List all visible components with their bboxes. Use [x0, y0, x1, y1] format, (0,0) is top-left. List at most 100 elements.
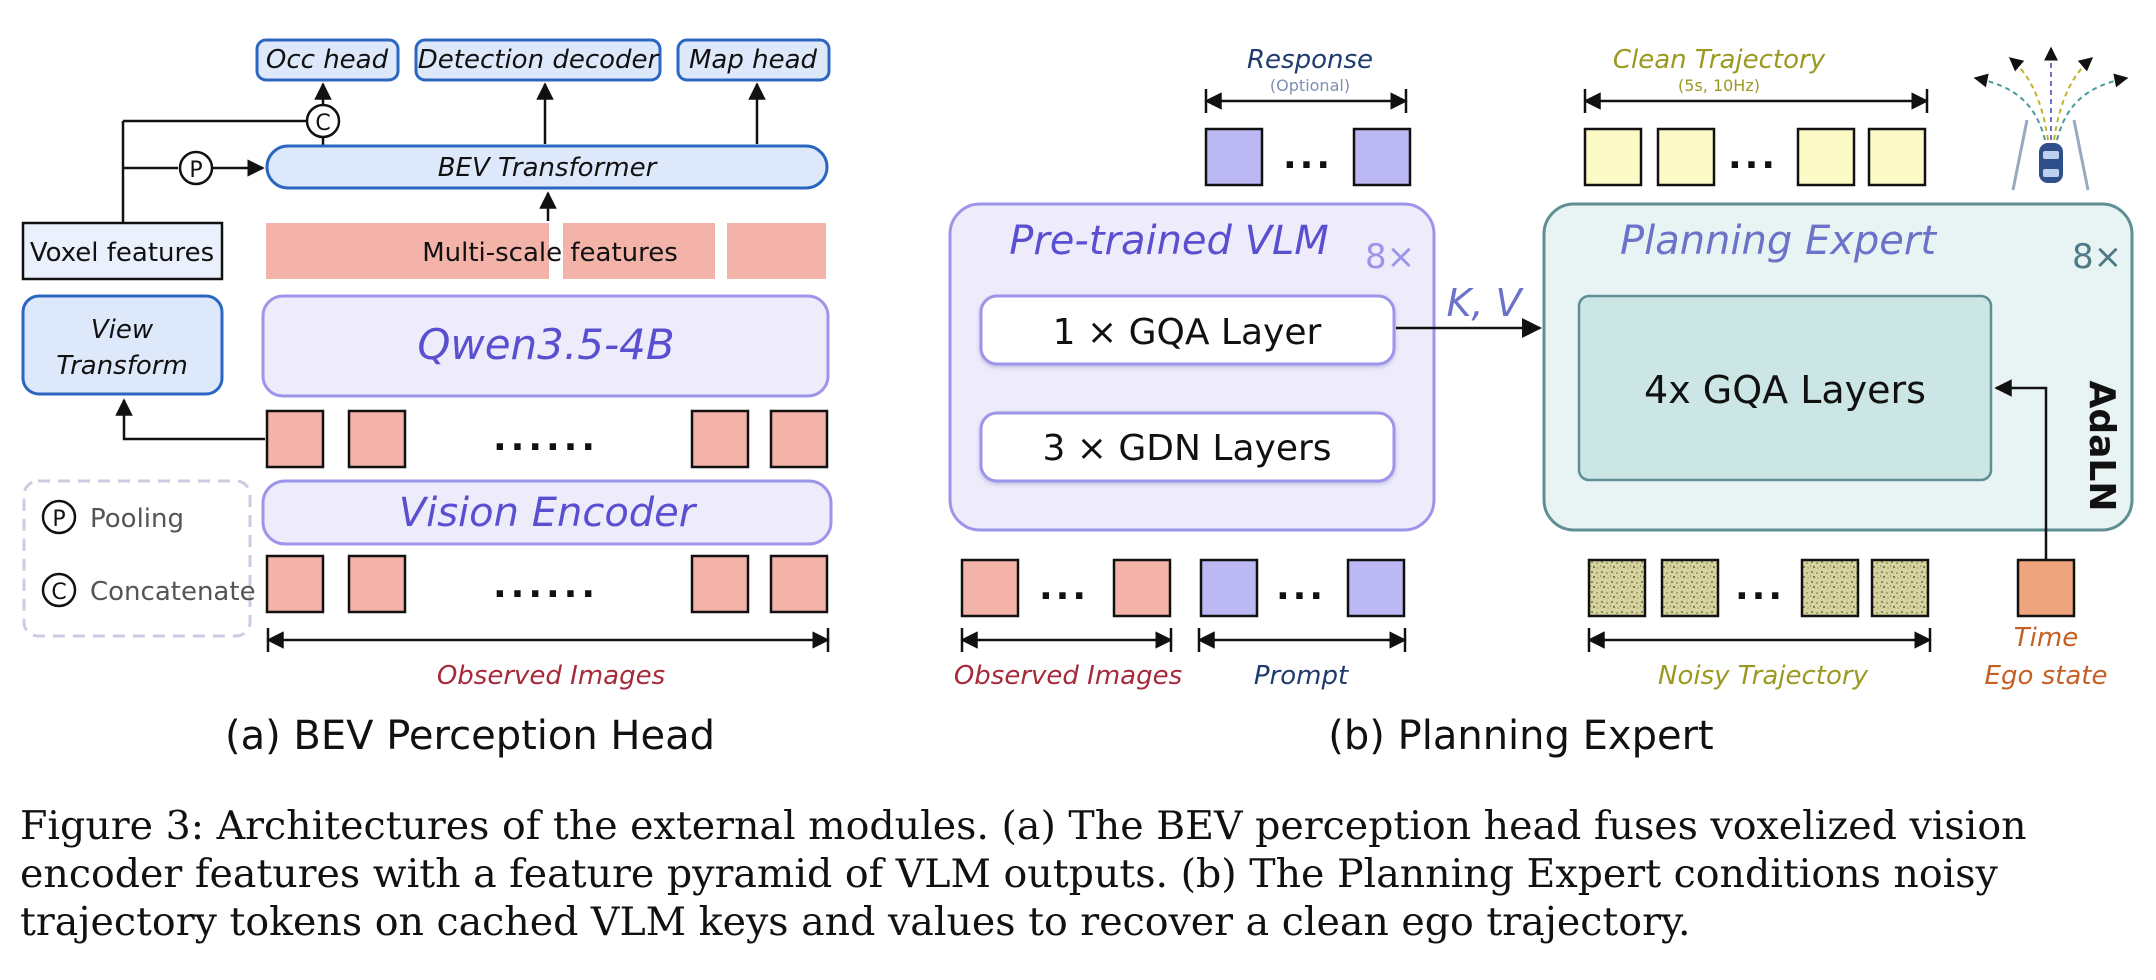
panel-b-title: (b) Planning Expert [1328, 713, 1713, 759]
prompt-token-row: ... [1199, 558, 1406, 618]
token [1867, 127, 1927, 187]
token [1796, 127, 1856, 187]
panel-a-title: (a) BEV Perception Head [225, 713, 715, 759]
pretrained-vlm-label: Pre-trained VLM [1009, 218, 1329, 264]
qwen-vlm-box: Qwen3.5-4B [261, 294, 830, 398]
clean-trajectory-label: Clean Trajectory [1613, 45, 1826, 75]
legend-pool-letter: P [52, 507, 65, 532]
view-transform-line1: View [91, 315, 154, 345]
pool-node-symbol: P [189, 158, 202, 183]
legend-concat-symbol [41, 572, 77, 608]
caption-text: Architectures of the external modules. (… [20, 803, 2027, 945]
figure-caption: Figure 3: Architectures of the external … [20, 802, 2140, 946]
map-head-box: Map head [676, 38, 831, 82]
ellipsis: ... [1276, 567, 1326, 608]
gqa4-layers-box: 4x GQA Layers [1577, 294, 1993, 482]
panel-b: Response (Optional) ... Clean Trajectory… [948, 45, 2134, 759]
legend-concat-letter: C [51, 580, 66, 605]
ellipsis: ... [1039, 567, 1089, 608]
occ-head-label: Occ head [266, 45, 389, 75]
expert-multiplier: 8× [2072, 237, 2122, 277]
response-label: Response [1247, 45, 1373, 75]
occ-head-box: Occ head [255, 38, 400, 82]
token [1587, 558, 1647, 618]
token [347, 554, 407, 614]
clean-token-row: ... [1583, 127, 1927, 187]
noisy-trajectory-label: Noisy Trajectory [1658, 661, 1869, 691]
pool-node: P [178, 150, 214, 186]
map-head-label: Map head [689, 45, 818, 75]
token [1870, 558, 1930, 618]
clean-trajectory-sub: (5s, 10Hz) [1678, 76, 1760, 95]
token [1204, 127, 1264, 187]
token [690, 554, 750, 614]
legend-box: P Pooling C Concatenate [22, 479, 256, 638]
ego-state-label: Ego state [1985, 661, 2108, 691]
token [265, 554, 325, 614]
vision-encoder-label: Vision Encoder [399, 490, 698, 536]
ellipsis: ... [1728, 136, 1778, 177]
bev-transformer-box: BEV Transformer [265, 144, 829, 190]
response-token-row: ... [1204, 127, 1412, 187]
prompt-label: Prompt [1254, 661, 1349, 691]
token [1660, 558, 1720, 618]
gqa1-layer-box: 1 × GQA Layer [979, 294, 1396, 366]
vlm-token-row: ...... [265, 409, 829, 469]
arrow-token-to-view-transform [115, 398, 265, 441]
token [1656, 127, 1716, 187]
time-ego-token [2016, 558, 2076, 618]
detection-decoder-label: Detection decoder [418, 45, 661, 75]
ellipsis: ...... [493, 565, 599, 606]
gdn-layers-label: 3 × GDN Layers [1042, 428, 1331, 469]
vlm-image-token-row: ... [960, 558, 1172, 618]
observed-images-label-b: Observed Images [954, 661, 1182, 691]
token [1112, 558, 1172, 618]
view-transform-box: View Transform [21, 294, 224, 396]
panel-a: Occ head Detection decoder Map head C BE… [21, 38, 833, 759]
token [769, 554, 829, 614]
token [1583, 127, 1643, 187]
image-token-row: ...... [265, 554, 829, 614]
ego-car-trajectory-icon [1973, 46, 2129, 191]
architecture-figure: Occ head Detection decoder Map head C BE… [21, 38, 2134, 759]
token [1800, 558, 1860, 618]
observed-images-label: Observed Images [437, 661, 665, 691]
response-optional-label: (Optional) [1270, 76, 1350, 95]
planning-expert-label: Planning Expert [1620, 218, 1937, 264]
token [265, 409, 325, 469]
qwen-vlm-label: Qwen3.5-4B [417, 320, 674, 369]
gqa1-layer-label: 1 × GQA Layer [1053, 312, 1322, 353]
multiscale-features: Multi-scale features [266, 223, 826, 279]
gqa4-layers-label: 4x GQA Layers [1644, 368, 1926, 412]
legend-pool-symbol [41, 499, 77, 535]
ellipsis: ...... [493, 418, 599, 459]
figure-label: Figure 3: [20, 803, 205, 849]
token [1352, 127, 1412, 187]
kv-label: K, V [1446, 281, 1524, 325]
legend-pooling-label: Pooling [90, 504, 184, 534]
concat-node: C [305, 103, 341, 139]
token [1199, 558, 1259, 618]
time-label: Time [2014, 623, 2078, 653]
gdn-layers-box: 3 × GDN Layers [979, 411, 1396, 483]
ellipsis: ... [1735, 567, 1785, 608]
detection-decoder-box: Detection decoder [414, 38, 662, 82]
token [1346, 558, 1406, 618]
vision-encoder-box: Vision Encoder [261, 479, 833, 546]
legend-concatenate-label: Concatenate [90, 577, 256, 607]
voxel-features-label: Voxel features [30, 238, 214, 268]
token [769, 409, 829, 469]
ellipsis: ... [1283, 136, 1333, 177]
token [347, 409, 407, 469]
noisy-token-row: ... [1587, 558, 1930, 618]
concat-node-symbol: C [315, 111, 330, 136]
multiscale-label: Multi-scale features [422, 238, 678, 268]
vlm-multiplier: 8× [1365, 237, 1415, 277]
token [960, 558, 1020, 618]
adaln-arrow [1994, 379, 2048, 559]
voxel-features-box: Voxel features [21, 221, 224, 281]
bev-transformer-label: BEV Transformer [438, 153, 659, 183]
view-transform-line2: Transform [56, 351, 188, 381]
token [690, 409, 750, 469]
adaln-label: AdaLN [2081, 381, 2122, 512]
